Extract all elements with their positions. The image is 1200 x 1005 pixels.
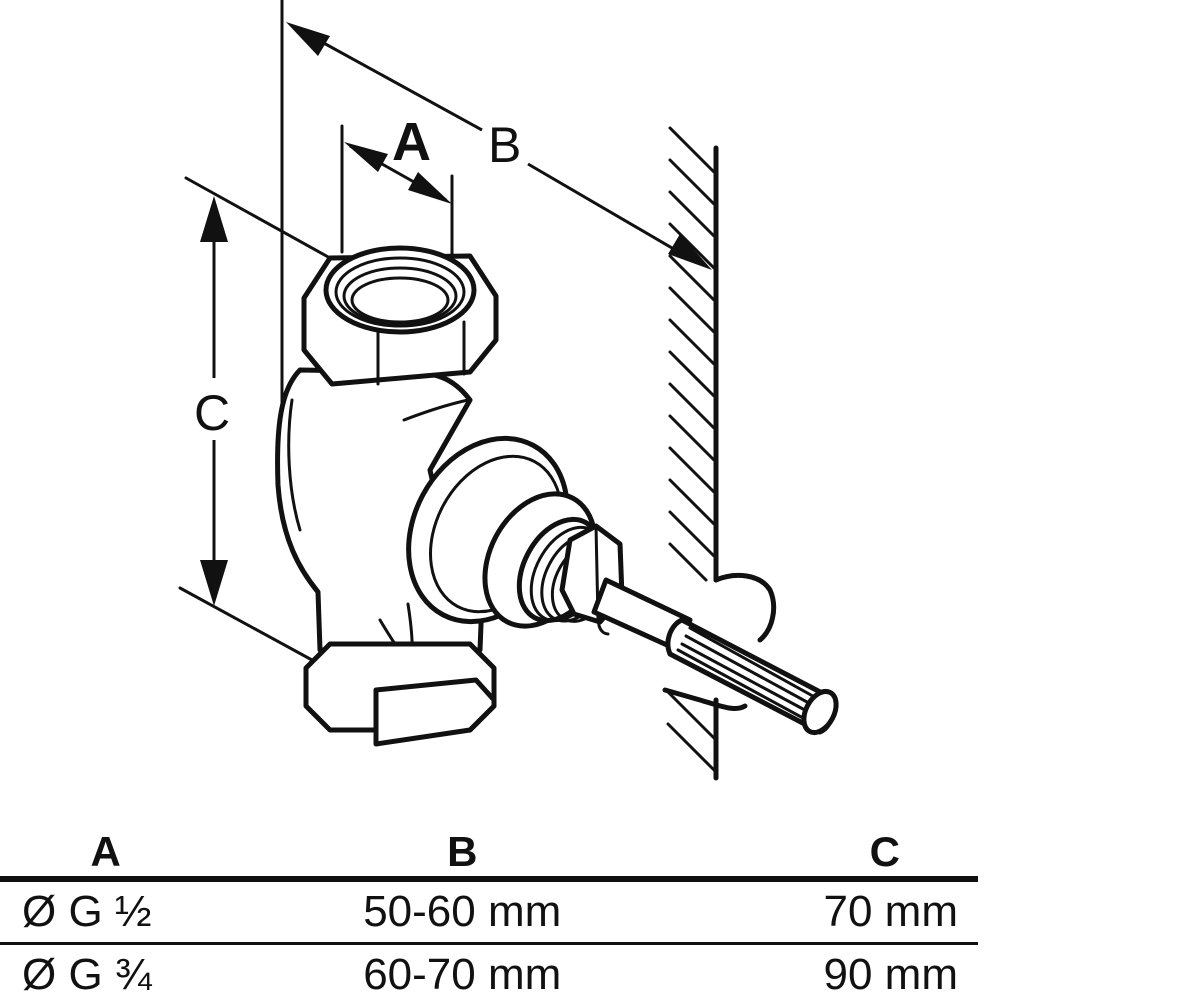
wall-cutout-upper xyxy=(716,575,774,640)
dimension-a-arrow-left xyxy=(344,142,388,172)
dimension-c-label: C xyxy=(194,385,230,441)
dimension-a-label: A xyxy=(392,112,431,172)
table-header-a: A xyxy=(0,814,211,879)
dimension-a: A xyxy=(342,112,452,262)
table-header-b: B xyxy=(211,814,713,879)
table-header-row: A B C xyxy=(0,814,978,879)
table-cell-c: 70 mm xyxy=(713,879,978,944)
dimension-c-arrow-bottom xyxy=(200,560,228,606)
bottom-hex-nut-face xyxy=(376,680,494,744)
table-row: Ø G ¾ 60-70 mm 90 mm xyxy=(0,944,978,1005)
dimension-spec-table: A B C Ø G ½ 50-60 mm 70 mm Ø G ¾ 60-70 m… xyxy=(0,814,978,1005)
valve-installation-diagram: B A C xyxy=(0,0,1200,820)
table-cell-a: Ø G ½ xyxy=(0,879,211,944)
threaded-inlet xyxy=(326,248,474,332)
table-row: Ø G ½ 50-60 mm 70 mm xyxy=(0,879,978,944)
table-cell-a: Ø G ¾ xyxy=(0,944,211,1005)
table-cell-b: 50-60 mm xyxy=(211,879,713,944)
dimension-b-arrow-right xyxy=(668,234,712,270)
valve-body xyxy=(278,248,629,744)
dimension-a-arrow-right xyxy=(408,172,452,204)
dimension-b-line-right xyxy=(528,164,696,262)
table-header-c: C xyxy=(713,814,978,879)
dimension-c-extension-bottom xyxy=(180,588,312,660)
table-cell-c: 90 mm xyxy=(713,944,978,1005)
dimension-b-line-left xyxy=(300,30,482,130)
dimension-b-arrow-left xyxy=(286,22,330,56)
table-cell-b: 60-70 mm xyxy=(211,944,713,1005)
dimension-b-label: B xyxy=(488,117,521,173)
dimension-c-arrow-top xyxy=(200,196,228,242)
